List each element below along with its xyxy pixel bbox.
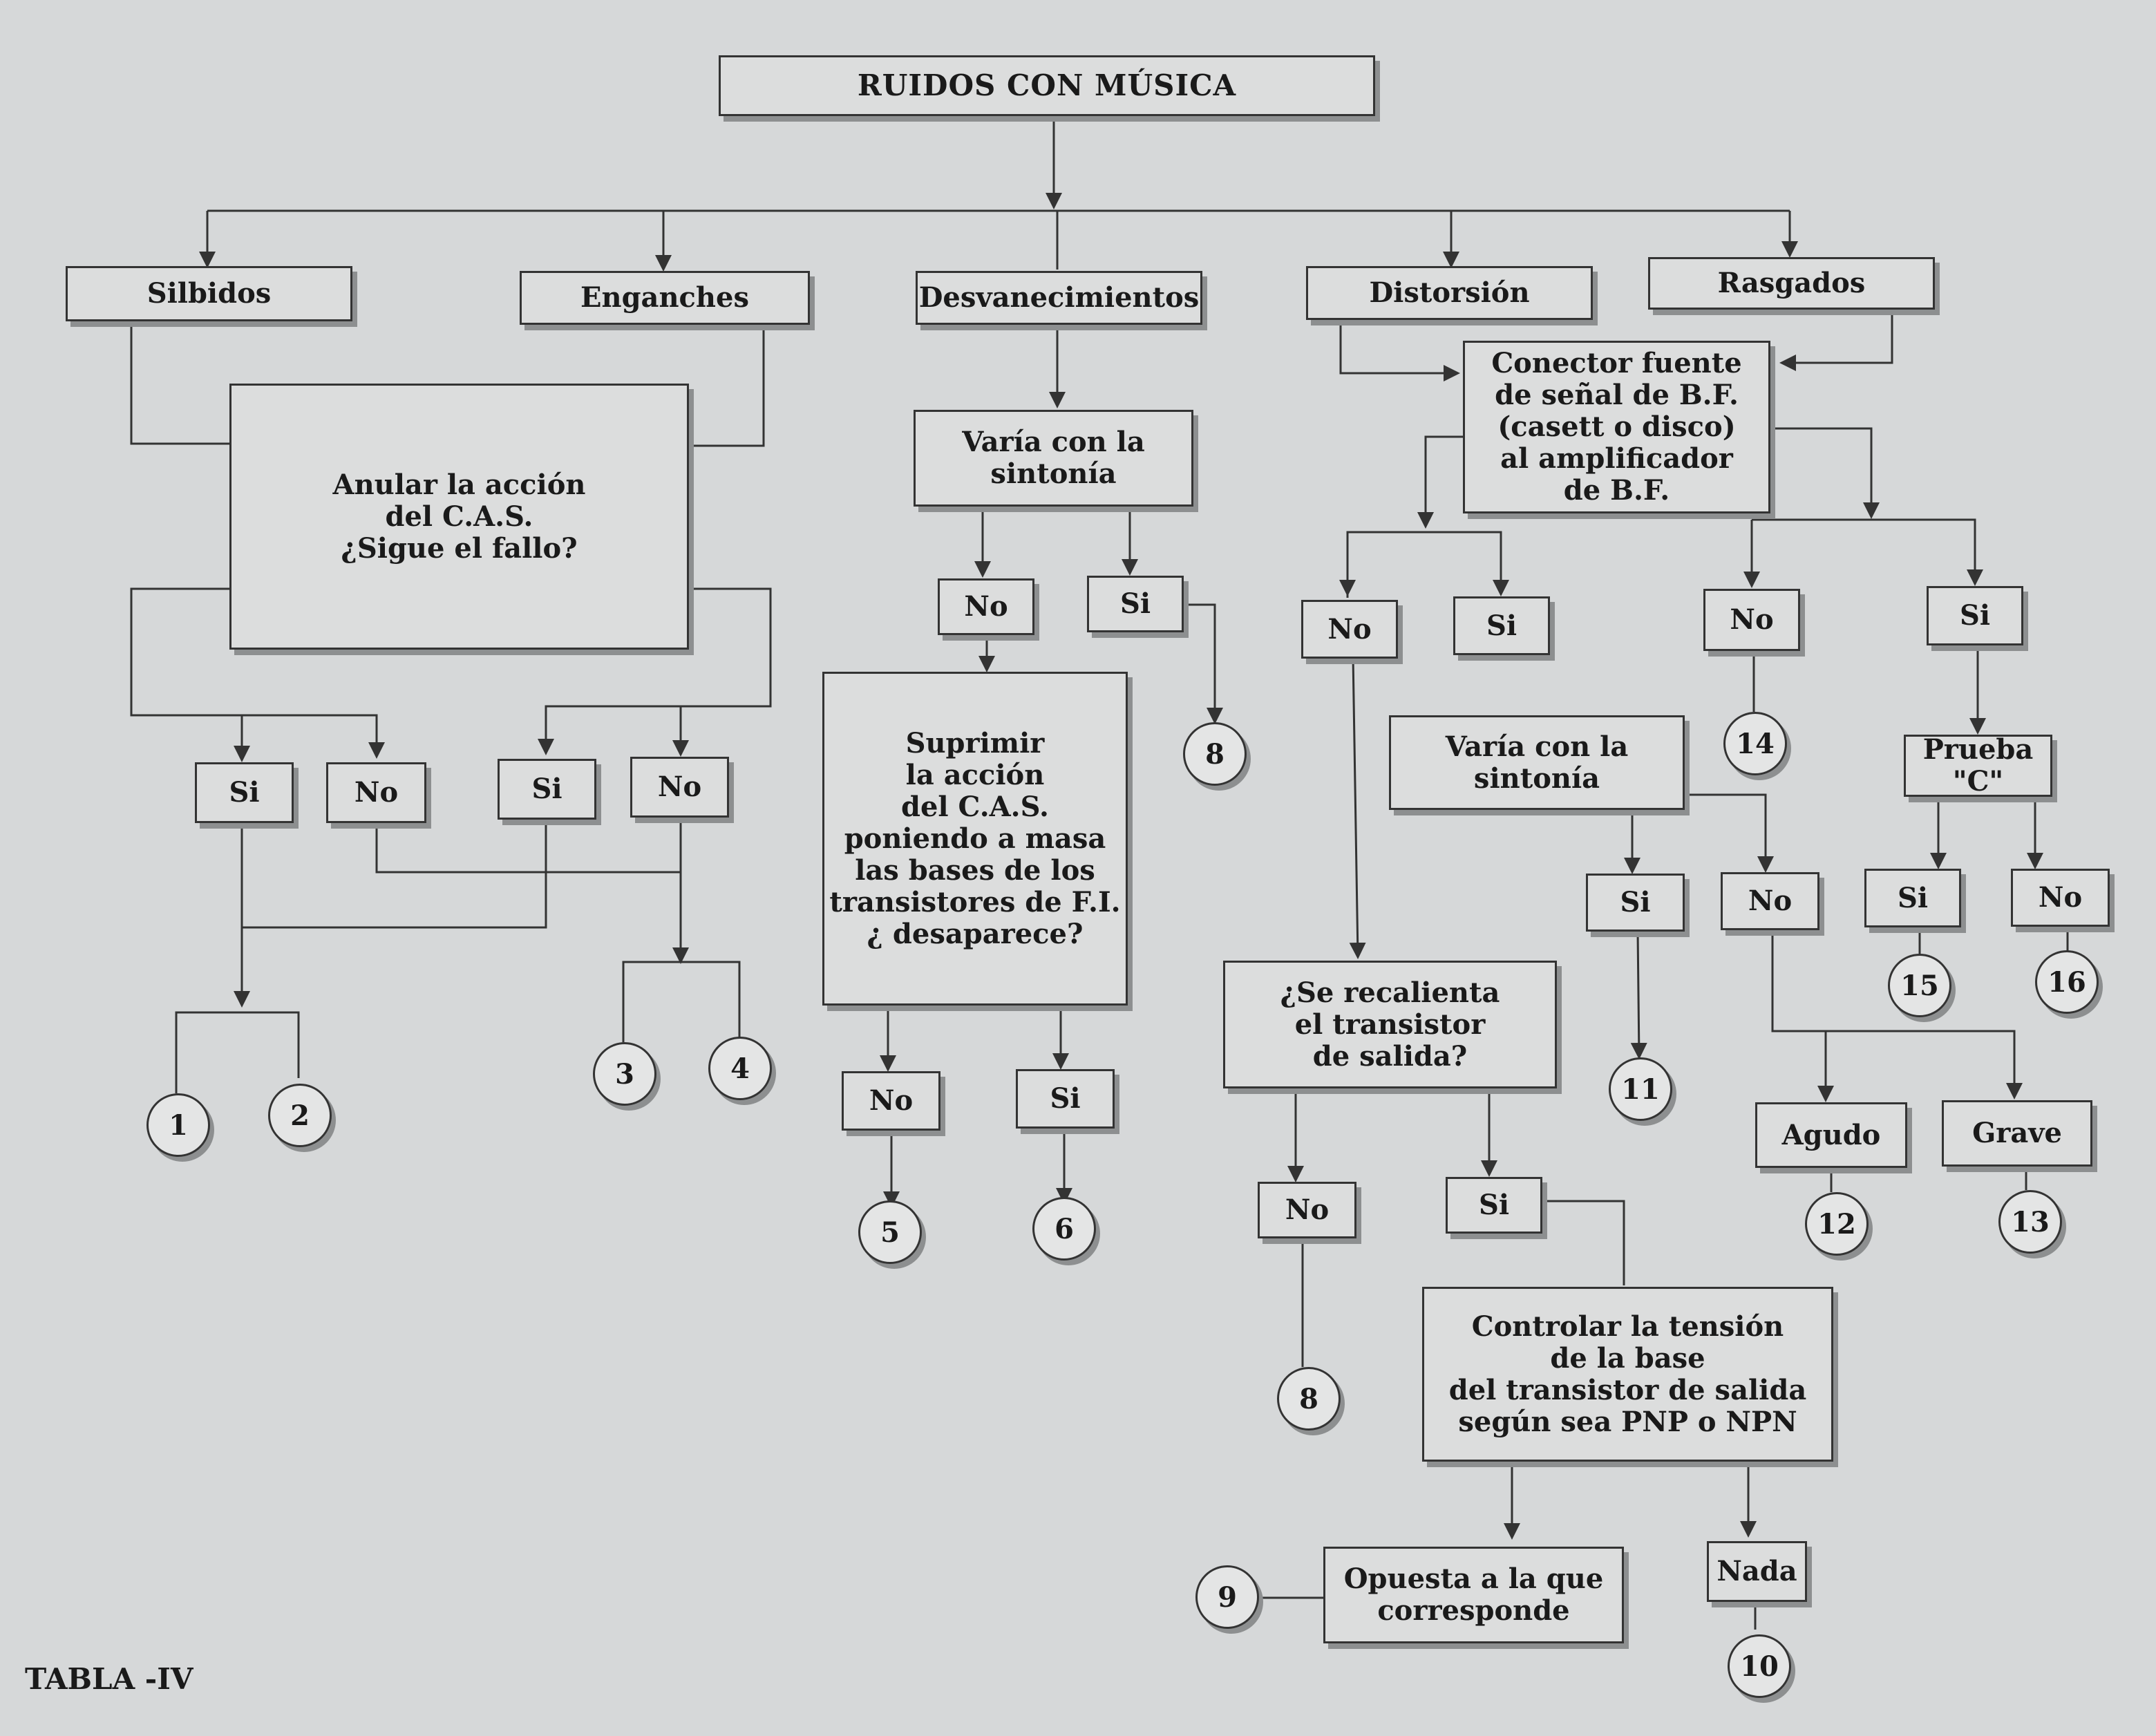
result-circle: 3	[593, 1042, 656, 1106]
category-distorsion: Distorsión	[1306, 266, 1593, 320]
result-opuesta: Opuesta a la que corresponde	[1323, 1547, 1624, 1643]
result-circle: 16	[2035, 950, 2099, 1014]
question-varia-sintonia-2: Varía con la sintonía	[1389, 715, 1685, 810]
answer-si: Si	[1864, 869, 1961, 927]
answer-si: Si	[498, 759, 596, 820]
answer-no: No	[1258, 1182, 1356, 1238]
answer-no: No	[2011, 869, 2110, 927]
answer-no: No	[326, 762, 426, 823]
result-circle: 8	[1183, 722, 1247, 786]
diagram-title: RUIDOS CON MÚSICA	[719, 55, 1375, 116]
answer-no: No	[1703, 589, 1800, 651]
result-circle: 10	[1728, 1634, 1791, 1698]
result-circle: 15	[1888, 954, 1951, 1017]
category-desvanecimientos: Desvanecimientos	[916, 271, 1202, 325]
category-rasgados: Rasgados	[1648, 257, 1935, 310]
question-prueba-c: Prueba "C"	[1904, 734, 2052, 798]
table-caption: TABLA -IV	[25, 1662, 193, 1696]
answer-no: No	[1301, 600, 1398, 659]
result-circle: 11	[1609, 1057, 1672, 1121]
result-circle: 12	[1805, 1192, 1869, 1256]
answer-no: No	[842, 1071, 940, 1131]
result-agudo: Agudo	[1755, 1102, 1907, 1168]
result-circle: 14	[1723, 712, 1787, 775]
result-circle: 8	[1277, 1367, 1341, 1431]
result-circle: 13	[1998, 1190, 2062, 1254]
answer-si: Si	[1087, 576, 1184, 632]
answer-no: No	[1721, 872, 1819, 930]
answer-no: No	[630, 757, 729, 818]
result-circle: 4	[708, 1037, 772, 1100]
question-varia-sintonia-1: Varía con la sintonía	[914, 410, 1193, 507]
question-controlar-tension: Controlar la tensión de la base del tran…	[1422, 1287, 1833, 1462]
result-nada: Nada	[1707, 1541, 1807, 1602]
answer-si: Si	[195, 762, 294, 823]
category-silbidos: Silbidos	[66, 266, 352, 321]
result-grave: Grave	[1942, 1100, 2092, 1167]
question-anular-cas: Anular la acción del C.A.S. ¿Sigue el fa…	[229, 384, 689, 650]
answer-si: Si	[1586, 874, 1685, 932]
answer-si: Si	[1016, 1069, 1115, 1129]
question-conector-bf: Conector fuente de señal de B.F. (casett…	[1463, 341, 1770, 513]
answer-si: Si	[1927, 586, 2023, 645]
answer-si: Si	[1453, 596, 1550, 655]
result-circle: 2	[268, 1084, 332, 1147]
result-circle: 6	[1032, 1197, 1096, 1261]
result-circle: 5	[858, 1200, 922, 1264]
question-recalienta: ¿Se recalienta el transistor de salida?	[1223, 961, 1557, 1088]
result-circle: 9	[1195, 1565, 1259, 1629]
answer-no: No	[938, 578, 1034, 635]
question-suprimir-cas: Suprimir la acción del C.A.S. poniendo a…	[822, 672, 1128, 1006]
result-circle: 1	[146, 1093, 210, 1157]
category-enganches: Enganches	[520, 271, 810, 325]
answer-si: Si	[1446, 1177, 1542, 1234]
